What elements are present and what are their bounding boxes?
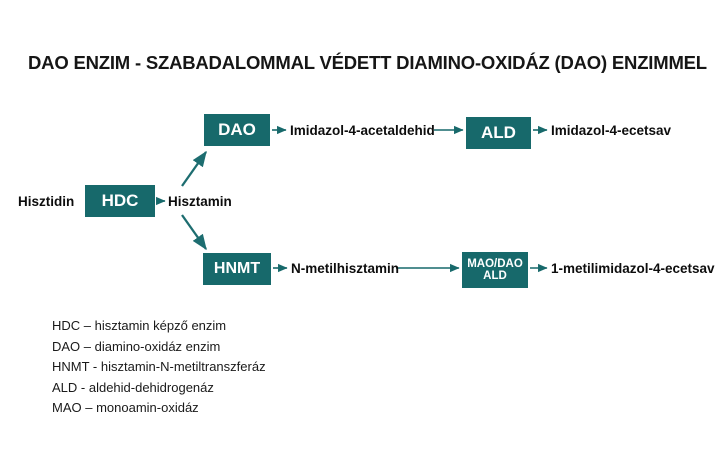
legend-item-hdc: HDC – hisztamin képző enzim — [52, 318, 227, 333]
enzyme-box-dao-label: DAO — [218, 120, 256, 140]
label-n-metilhisztamin: N-metilhisztamin — [291, 261, 400, 276]
label-1-metilimidazol-4-ecetsav: 1-metilimidazol-4-ecetsav — [551, 261, 715, 276]
legend-item-dao: DAO – diamino-oxidáz enzim — [52, 338, 221, 354]
legend-item-ald: ALD - aldehid-dehidrogenáz — [52, 379, 214, 395]
enzyme-box-ald-label: ALD — [481, 123, 516, 143]
arrow-hisztamin-to-dao — [181, 150, 207, 187]
page-title: DAO ENZIM - SZABADALOMMAL VÉDETT DIAMINO… — [28, 52, 707, 73]
enzyme-box-mao-dao-ald-line1: MAO/DAO — [467, 257, 523, 270]
label-imidazol-4-acetaldehid: Imidazol-4-acetaldehid — [290, 123, 435, 138]
enzyme-box-mao-dao-ald-line2: ALD — [483, 270, 507, 282]
enzyme-box-hdc-label: HDC — [101, 191, 139, 211]
label-hisztidin: Hisztidin — [18, 194, 75, 209]
legend: HDC – hisztamin képző enzim DAO – diamin… — [52, 316, 266, 419]
enzyme-box-hnmt: HNMT — [203, 253, 271, 285]
enzyme-box-dao: DAO — [204, 114, 270, 146]
label-imidazol-4-ecetsav: Imidazol-4-ecetsav — [551, 123, 672, 138]
legend-item-hnmt: HNMT - hisztamin-N-metiltranszferáz — [52, 359, 266, 374]
enzyme-box-hnmt-label: HNMT — [213, 259, 261, 277]
arrow-hisztamin-to-hnmt — [181, 214, 207, 251]
enzyme-box-mao-dao-ald: MAO/DAO ALD — [462, 252, 528, 288]
legend-item-mao: MAO – monoamin-oxidáz — [52, 400, 199, 415]
label-hisztamin: Hisztamin — [168, 194, 232, 209]
enzyme-box-hdc: HDC — [85, 185, 155, 217]
enzyme-box-ald: ALD — [466, 117, 531, 149]
